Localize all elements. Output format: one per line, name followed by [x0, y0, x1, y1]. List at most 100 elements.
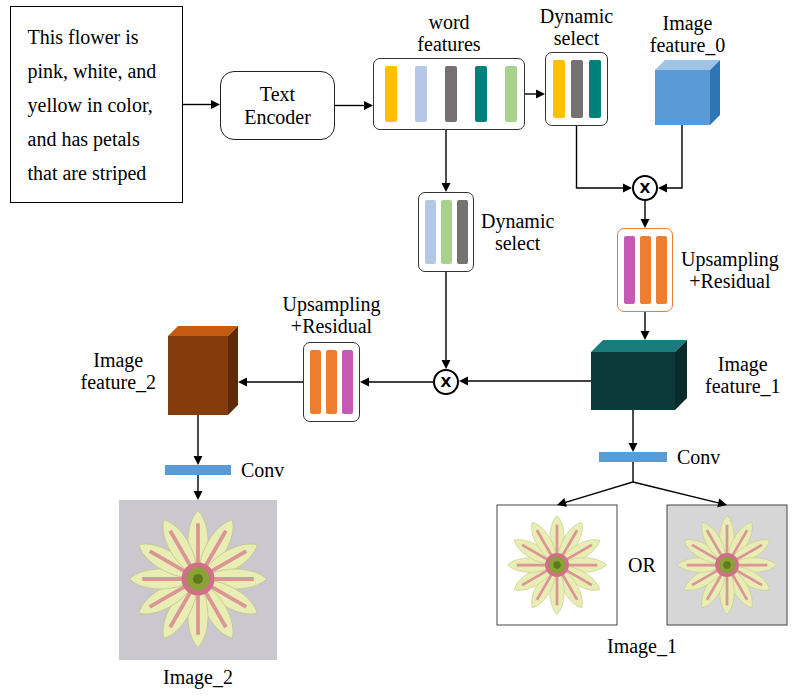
connector	[238, 378, 303, 387]
image-background	[497, 505, 617, 625]
arrow-head	[364, 101, 373, 110]
bar	[589, 60, 601, 118]
cube-side	[710, 60, 720, 125]
bar	[571, 60, 583, 118]
bar	[553, 60, 565, 118]
node-label: Image feature_1	[705, 353, 781, 397]
conv-bar: Conv	[165, 465, 231, 475]
arrow-head	[629, 443, 638, 452]
bar	[457, 200, 468, 264]
node-label: Conv	[241, 459, 284, 481]
feature-box: word features	[373, 58, 525, 130]
bar	[385, 66, 397, 122]
bar	[505, 66, 517, 122]
arrow-head	[717, 498, 727, 507]
flower-picture	[508, 516, 607, 615]
connector-line	[368, 381, 433, 382]
arrow-head	[623, 184, 632, 193]
node-label: Image feature_2	[81, 349, 157, 393]
arrow-head	[360, 378, 369, 387]
bar	[310, 350, 321, 414]
generated-image	[119, 500, 277, 660]
flower-picture	[130, 511, 267, 648]
bar	[425, 200, 436, 264]
connector-line	[633, 482, 719, 503]
connector	[183, 100, 220, 109]
select-bars	[425, 200, 468, 264]
connector	[335, 101, 373, 110]
arrow-head	[194, 456, 203, 465]
connector-line	[525, 93, 537, 94]
arrow-head	[442, 183, 451, 192]
input-text-box: This flower is pink, white, and yellow i…	[10, 6, 183, 203]
bar	[475, 66, 487, 122]
feature-cube-node: Image feature_2	[168, 326, 238, 415]
arrow-head	[194, 491, 203, 500]
select-bars	[553, 60, 601, 118]
image-background	[119, 500, 277, 660]
node-text: Text Encoder	[244, 83, 311, 129]
bar	[640, 236, 651, 304]
connector-line	[467, 380, 591, 381]
connector	[360, 378, 433, 387]
connector	[442, 130, 451, 192]
connector-line	[197, 475, 198, 492]
feature-bars	[385, 66, 517, 122]
connector	[557, 462, 727, 507]
arrow-head	[641, 331, 650, 340]
multiply-circle: X	[433, 369, 459, 395]
feature-cube-node: Image feature_1	[591, 340, 687, 410]
select-box: Dynamic select	[418, 192, 474, 272]
connector-line	[644, 312, 645, 332]
arrow-head	[557, 498, 567, 507]
generated-image	[667, 505, 787, 625]
arrow-head	[459, 377, 468, 386]
connector	[194, 415, 203, 465]
node-text: X	[441, 375, 452, 389]
multiply-circle: X	[632, 175, 658, 201]
cube-front	[655, 70, 710, 125]
generated-image	[497, 505, 617, 625]
connector-line	[183, 104, 212, 105]
connector	[641, 312, 650, 340]
bar	[415, 66, 427, 122]
node-label: Conv	[677, 446, 720, 468]
connector	[459, 377, 591, 386]
encoder-box: Text Encoder	[220, 71, 335, 140]
upsampling-bars	[624, 236, 667, 304]
connector	[629, 410, 638, 452]
connector	[194, 475, 203, 500]
connector-line	[445, 130, 446, 184]
cube-side	[675, 340, 687, 410]
bar	[326, 350, 337, 414]
connector-line	[565, 462, 633, 503]
node-label: word features	[417, 11, 480, 55]
connector-line	[335, 105, 365, 106]
node-label: Dynamic select	[481, 210, 554, 254]
node-label: Dynamic select	[540, 5, 613, 49]
node-label: Upsampling +Residual	[283, 293, 381, 337]
upsampling-box: Upsampling +Residual	[303, 342, 360, 422]
connector-line	[644, 201, 645, 220]
connector	[525, 90, 545, 99]
node-label: OR	[628, 554, 656, 576]
bar	[441, 200, 452, 264]
connector	[658, 125, 682, 193]
connector-line	[632, 410, 633, 444]
arrow-head	[658, 184, 667, 193]
connector-line	[445, 272, 446, 361]
arrow-head	[442, 360, 451, 369]
bar	[624, 236, 635, 304]
feature-cube	[655, 60, 720, 125]
arrow-head	[536, 90, 545, 99]
flower-picture	[678, 516, 777, 615]
bar	[342, 350, 353, 414]
output-image: Image_2	[119, 500, 277, 660]
node-label: Image_2	[163, 666, 233, 688]
connector-line	[197, 415, 198, 457]
cube-front	[591, 352, 675, 410]
node-label: Image feature_0	[650, 12, 726, 56]
connector-line	[246, 381, 303, 382]
node-label: Image_1	[607, 635, 677, 657]
